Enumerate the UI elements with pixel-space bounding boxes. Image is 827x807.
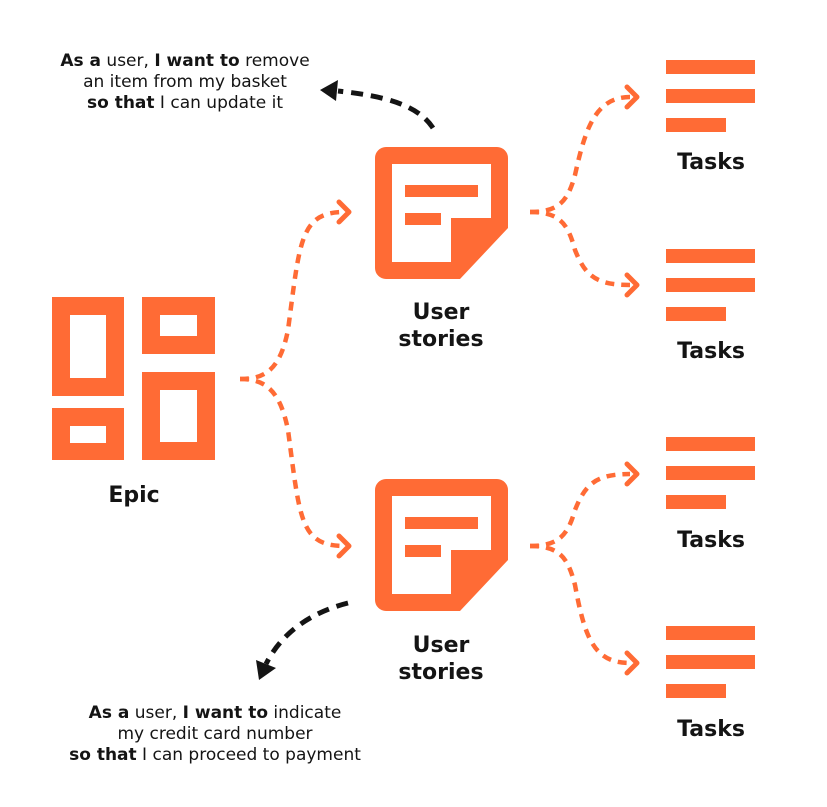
task-lines-icon (666, 249, 755, 321)
tasks-2-label: Tasks (677, 339, 745, 364)
quote-bottom-line1: As a user, I want to indicate (88, 703, 342, 723)
tasks-1-label: Tasks (677, 150, 745, 175)
story-2-to-tasks-3-arrow (529, 471, 631, 549)
task-lines-icon (666, 60, 755, 132)
chevron-right-icon (624, 272, 640, 298)
quote-top: As a user, I want to remove an item from… (30, 51, 340, 114)
story-1-label-line2: stories (398, 327, 484, 352)
chevron-right-icon (624, 650, 640, 676)
quote-top-line3: so that I can update it (86, 93, 283, 113)
story-1-label-line1: User (412, 300, 470, 325)
arrowhead-icon (256, 660, 276, 680)
epic-label: Epic (108, 483, 160, 508)
task-lines-icon (666, 437, 755, 509)
arrowhead-icon (320, 80, 338, 101)
story-2-to-tasks-4-arrow (529, 543, 631, 666)
story-2-label-line2: stories (398, 660, 484, 685)
story-1-to-tasks-2-arrow (529, 209, 631, 288)
quote-top-line2: an item from my basket (83, 72, 287, 92)
story-2-label: User stories (391, 632, 491, 686)
quote-top-line1: As a user, I want to remove (60, 51, 310, 71)
tasks-4-label: Tasks (677, 717, 745, 742)
epic-to-story-1-arrow (239, 209, 346, 382)
sticky-note-icon (375, 479, 508, 611)
quote-bottom: As a user, I want to indicate my credit … (30, 703, 400, 766)
chevron-right-icon (624, 461, 640, 487)
story-2-label-line1: User (412, 633, 470, 658)
story-1-to-quote-arrow (337, 88, 436, 130)
chevron-right-icon (336, 199, 352, 225)
sticky-note-icon (375, 147, 508, 279)
story-1-label: User stories (391, 299, 491, 353)
story-1-to-tasks-1-arrow (529, 94, 631, 215)
chevron-right-icon (336, 533, 352, 559)
task-lines-icon (666, 626, 755, 698)
quote-bottom-line3: so that I can proceed to payment (69, 745, 361, 765)
quote-bottom-line2: my credit card number (117, 724, 313, 744)
tasks-3-label: Tasks (677, 528, 745, 553)
story-2-to-quote-arrow (263, 600, 349, 666)
epic-grid-icon (52, 297, 215, 460)
chevron-right-icon (624, 84, 640, 110)
epic-to-story-2-arrow (239, 376, 346, 549)
